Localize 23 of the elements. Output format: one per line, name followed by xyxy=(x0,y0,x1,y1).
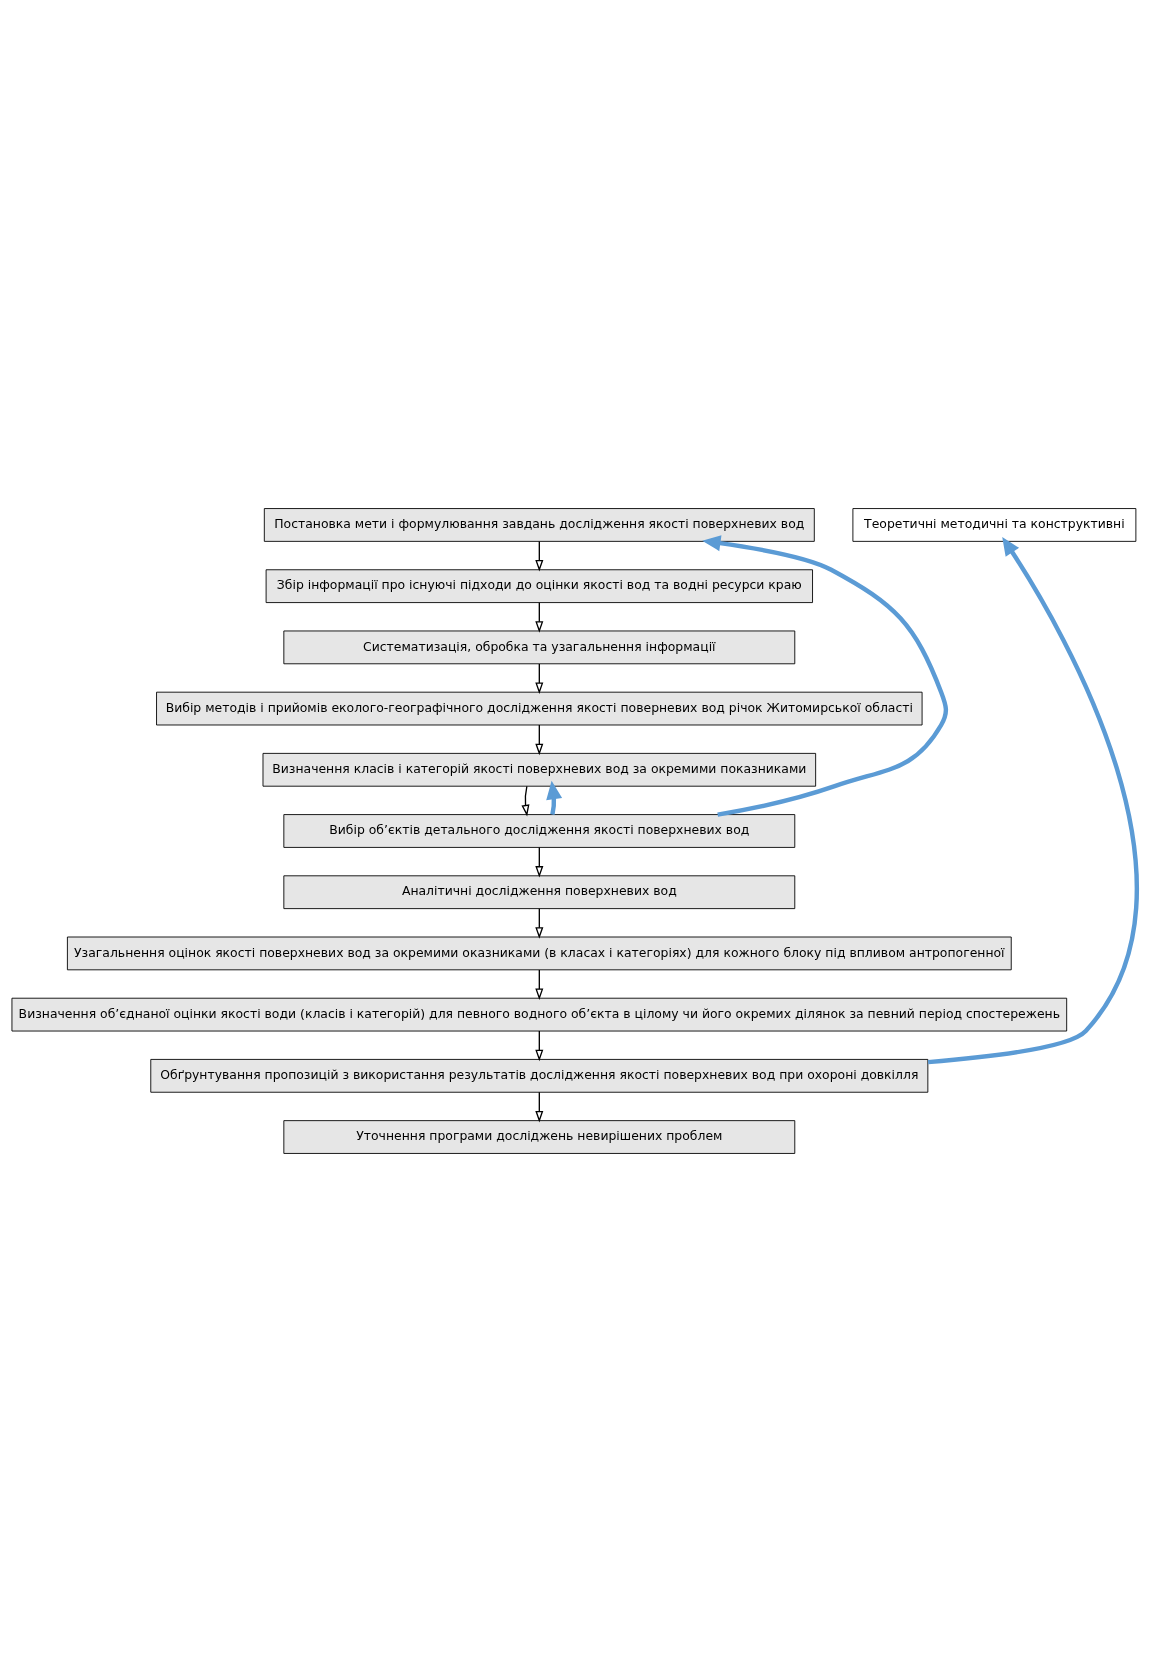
arrow xyxy=(535,846,544,878)
arrow xyxy=(535,724,544,756)
node-box: Постановка мети і формулювання завдань дослідження якості поверхневих вод xyxy=(263,508,815,542)
node-box: Аналітичні дослідження поверхневих вод xyxy=(283,875,796,910)
node-box: Збір інформації про існуючі підходи до оцінки якості вод та водні ресурси краю xyxy=(265,569,813,604)
node-box: Теоретичні методичні та конструктивні xyxy=(852,508,1137,542)
arrow xyxy=(535,663,544,694)
node-box: Систематизація, обробка та узагальнення інформації xyxy=(283,630,796,665)
arrow xyxy=(535,908,544,939)
arrow xyxy=(535,969,544,1001)
node-box: Визначення класів і категорій якості поверхневих вод за окремими показниками xyxy=(262,752,817,787)
arrow xyxy=(535,1030,544,1062)
node-box: Уточнення програми досліджень невирішених проблем xyxy=(283,1120,796,1154)
arrow xyxy=(535,602,544,633)
arrow xyxy=(927,536,1139,1065)
node-box: Обґрунтування пропозицій з використання результатів дослідження якості поверхневих вод при охороні довкілля xyxy=(150,1058,929,1093)
arrow xyxy=(535,1091,544,1123)
arrow xyxy=(521,785,530,817)
node-box: Узагальнення оцінок якості поверхневих вод за окремими оказниками (в класах і категоріях) для кожного блоку під впливом антропогенної xyxy=(66,936,1012,971)
arrow xyxy=(535,540,544,572)
node-box: Вибір методів і прийомів еколого-географічного дослідження якості поверневих вод річок Житомирської області xyxy=(156,691,923,726)
node-box: Вибір об’єктів детального дослідження якості поверхневих вод xyxy=(283,814,796,848)
node-box: Визначення об’єднаної оцінки якості води (класів і категорій) для певного водного об’єкта в цілому чи його окремих ділянок за певний період спостережень xyxy=(11,997,1068,1032)
